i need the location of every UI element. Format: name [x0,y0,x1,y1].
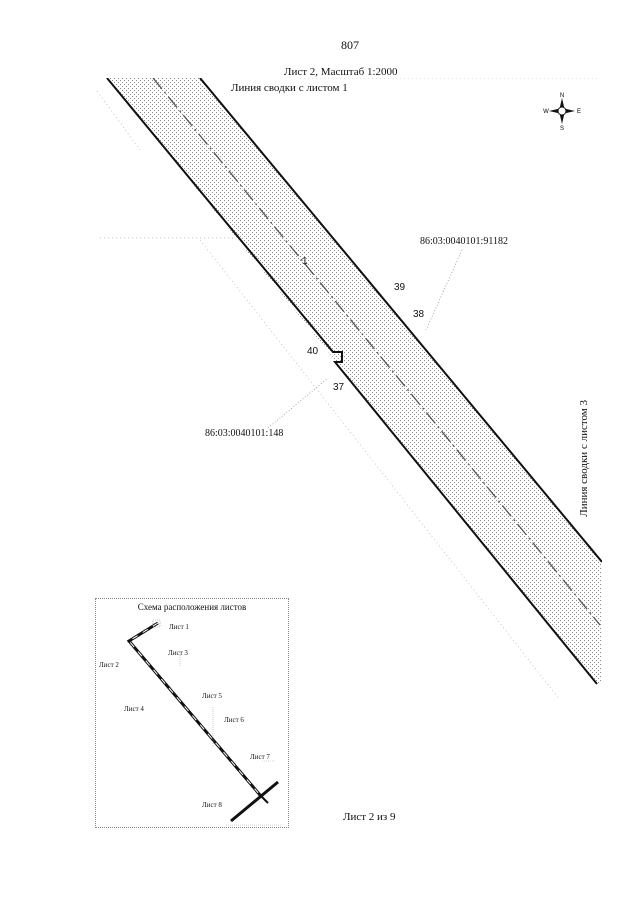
inset-sheet-3: Лист 3 [168,649,188,657]
parcel-leader-1 [425,249,463,331]
inset-sheet-6: Лист 6 [224,716,244,724]
point-label-38: 38 [413,309,425,320]
inset-sheet-8: Лист 8 [202,801,222,809]
corridor-boundary-left [106,78,598,685]
inset-sheet-2: Лист 2 [99,661,119,669]
sheet-title: Лист 2, Масштаб 1:2000 [284,66,398,78]
parcel-label-148: 86:03:0040101:148 [205,428,284,439]
compass-e: E [577,109,581,115]
compass-s: S [560,126,564,130]
compass-n: N [560,93,564,99]
page-number: 807 [341,38,359,52]
inset-title: Схема расположения листов [137,602,247,612]
sheet-layout-inset: Схема расположения листов Лист 1 Лист 2 … [95,598,289,828]
guide-line [96,88,141,151]
parcel-leader-2 [267,377,329,429]
compass-w: W [543,109,549,115]
inset-sheet-4: Лист 4 [124,705,144,713]
compass-icon: N S E W [543,93,581,132]
corridor-boundary-right [199,78,602,563]
segment-label: 1 [302,256,308,267]
join-line-label-right: Линия сводки с листом 3 [578,400,590,517]
join-line-label-top: Линия сводки с листом 1 [231,82,348,94]
inset-sheet-5: Лист 5 [202,692,222,700]
point-label-37: 37 [333,382,345,393]
point-label-39: 39 [394,282,406,293]
guide-line [199,239,559,698]
corridor-axis [152,78,601,626]
compass-rose: N S E W [543,92,581,132]
parcel-label-91182: 86:03:0040101:91182 [420,236,508,247]
inset-route [126,619,282,826]
sheet-counter: Лист 2 из 9 [343,811,396,823]
point-label-40: 40 [307,346,319,357]
inset-sheet-1: Лист 1 [169,623,189,631]
inset-sheet-7: Лист 7 [250,753,270,761]
